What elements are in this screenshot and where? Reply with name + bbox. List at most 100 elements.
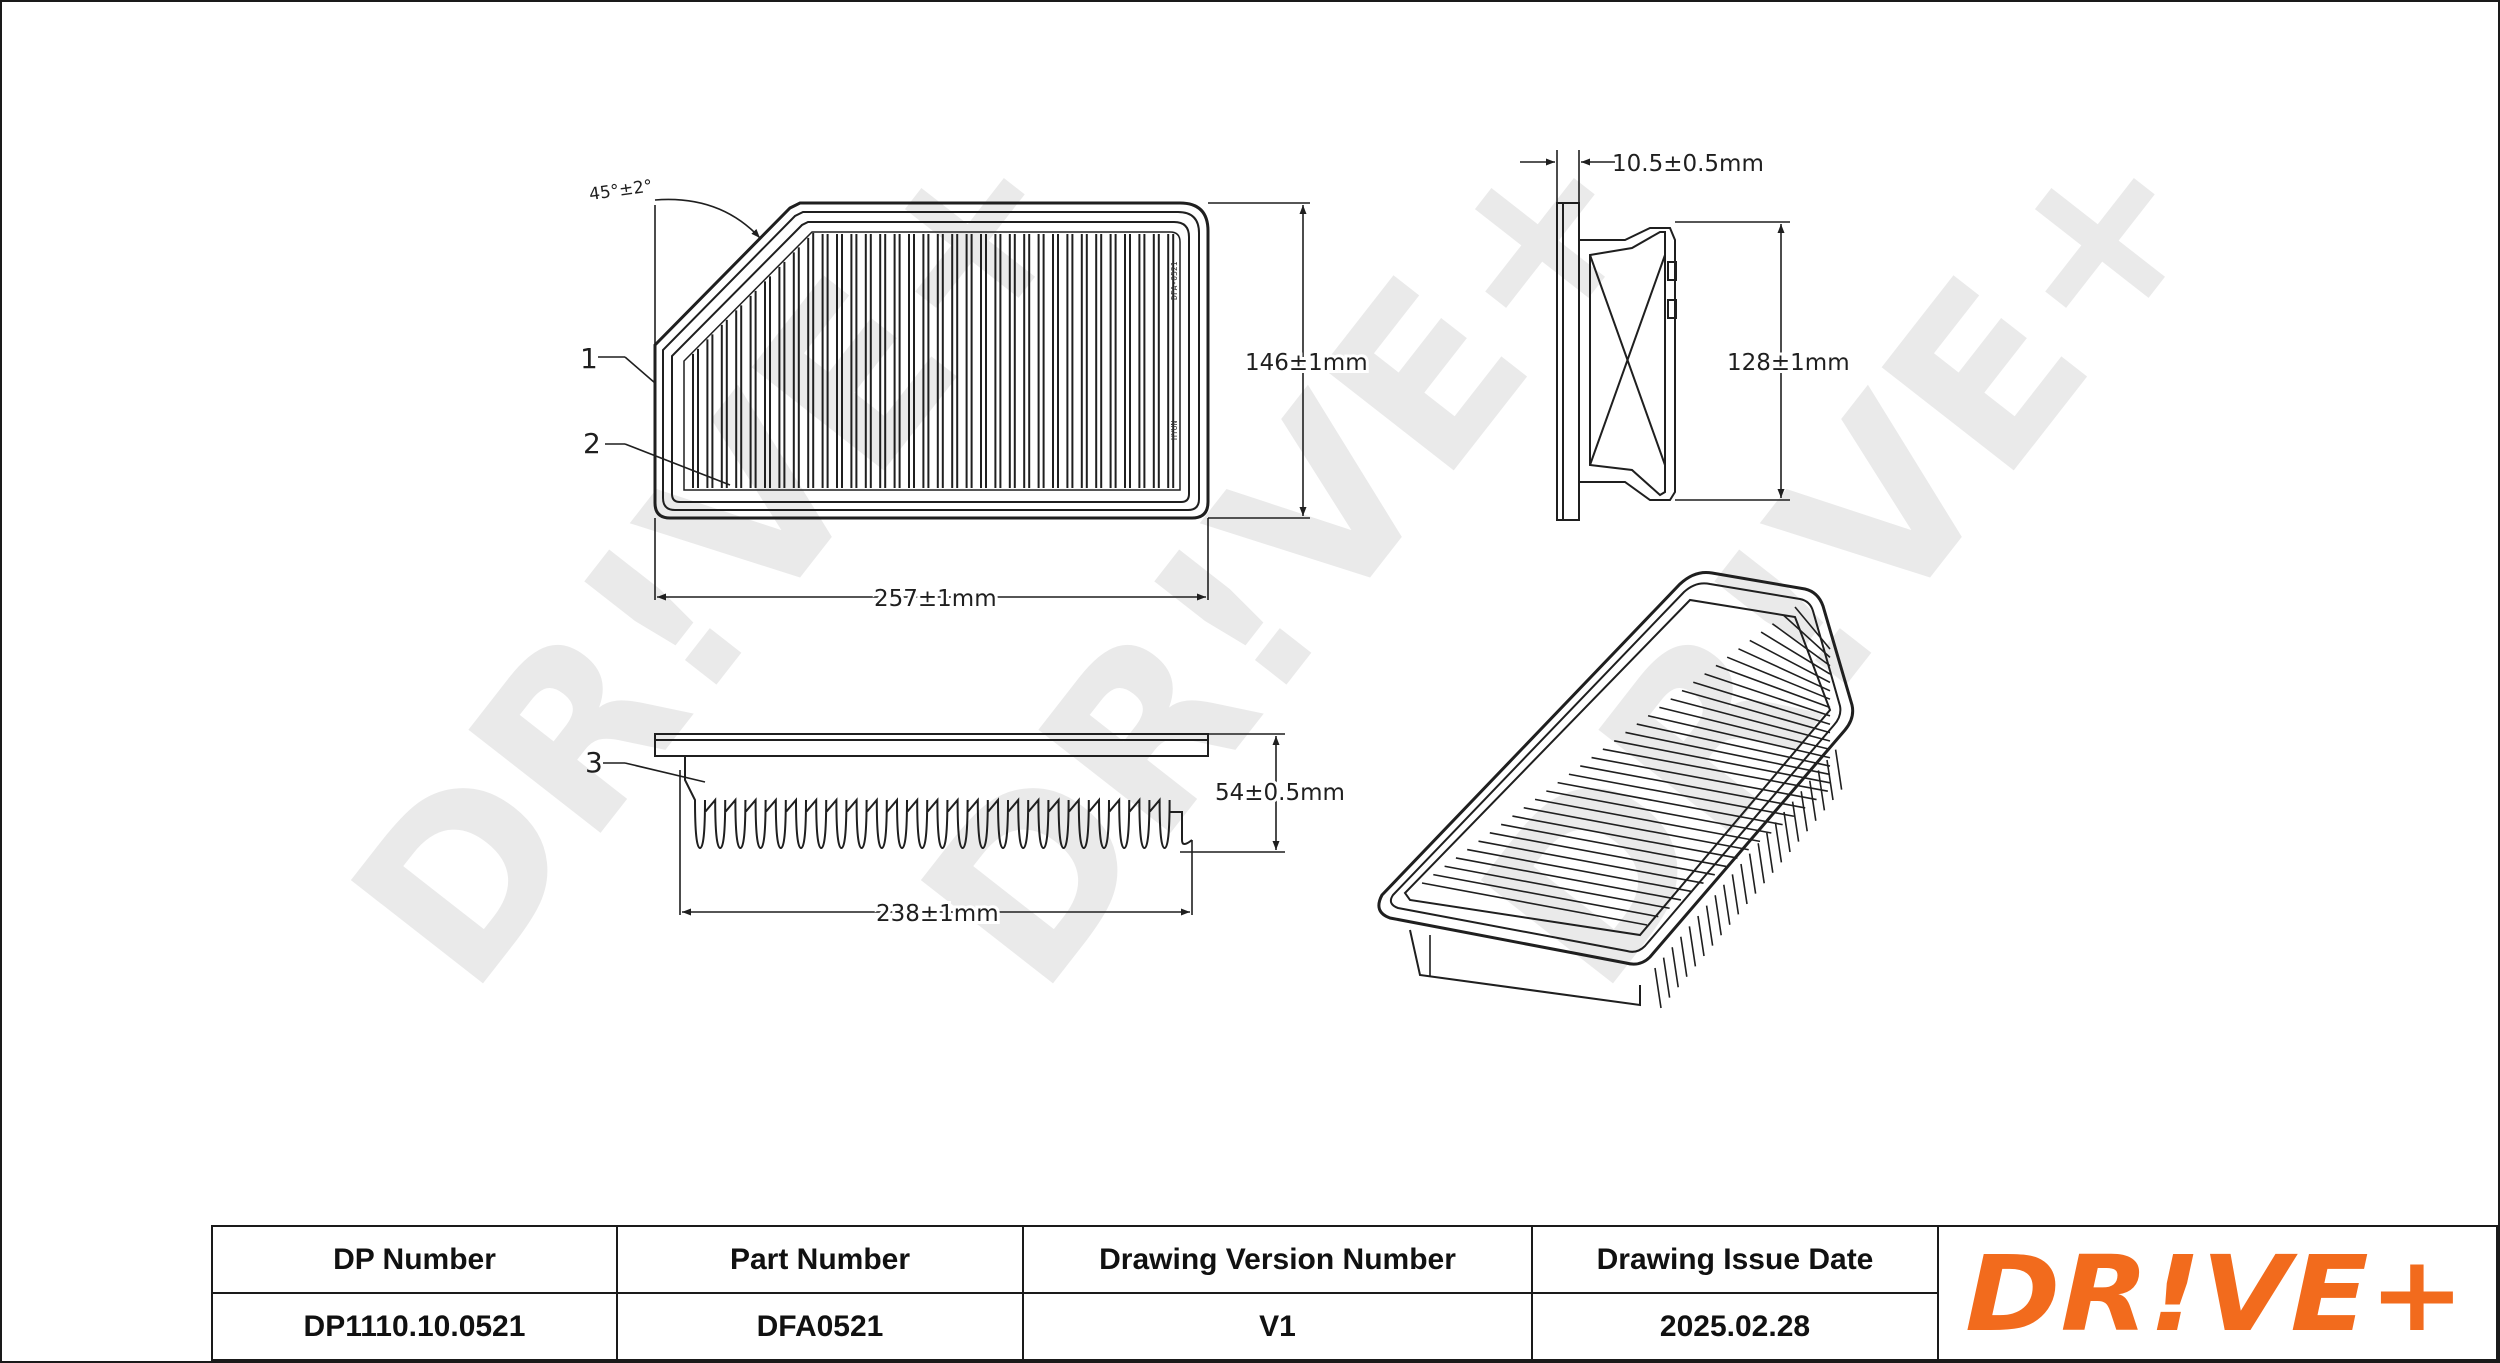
iso-pleat-line <box>1478 840 1704 884</box>
header-drawing-version: Drawing Version Number <box>1022 1225 1533 1294</box>
frame-outer <box>653 201 1210 520</box>
iso-pleat-line <box>1602 748 1828 792</box>
watermark: DR!VE+ DR!VE+ DR!VE+ <box>303 81 2260 1034</box>
value-part-number: DFA0521 <box>616 1292 1024 1361</box>
iso-side-pleat <box>1740 863 1748 905</box>
media-border <box>683 231 1181 491</box>
iso-side-pleats <box>1654 749 1843 1009</box>
dim-height: 54±0.5mm <box>1215 780 1345 806</box>
frame-inner <box>671 221 1190 503</box>
iso-pleat-line <box>1557 781 1783 826</box>
iso-side-pleat <box>1748 853 1757 894</box>
iso-side-pleat <box>1731 874 1740 915</box>
side-view-dimensions <box>1520 150 1790 501</box>
iso-pleat-line <box>1794 606 1831 650</box>
iso-pleat-line <box>1534 798 1761 843</box>
iso-pleat-line <box>1580 765 1806 809</box>
header-issue-date: Drawing Issue Date <box>1531 1225 1939 1294</box>
iso-side-pleat <box>1791 801 1800 842</box>
dim-width: 146±1mm <box>1245 350 1368 376</box>
header-part-number: Part Number <box>616 1225 1024 1294</box>
iso-pleat-line <box>1433 873 1659 918</box>
iso-pleat-line <box>1681 689 1831 734</box>
top-view: DFA-0521 HYUN <box>653 201 1210 520</box>
iso-pleat-line <box>1647 714 1831 759</box>
iso-pleat-line <box>1726 656 1831 700</box>
value-dp-number: DP1110.10.0521 <box>211 1292 618 1361</box>
value-drawing-version: V1 <box>1022 1292 1533 1361</box>
iso-side-pleat <box>1697 915 1705 957</box>
iso-pleat-line <box>1760 631 1831 675</box>
iso-pleat-line <box>1523 806 1749 851</box>
iso-side-pleat <box>1671 947 1679 988</box>
front-view <box>654 733 1209 850</box>
iso-side-pleat <box>1723 884 1731 925</box>
logo-text: DR!VE+ <box>1965 1238 2465 1348</box>
iso-pleat-line <box>1625 731 1831 776</box>
iso-pleat-line <box>1591 756 1817 801</box>
top-pleats <box>692 232 1175 488</box>
title-block-header-row: DP Number Part Number Drawing Version Nu… <box>211 1225 1939 1294</box>
drive-logo: DR!VE+ <box>1965 1238 2465 1348</box>
svg-text:DFA-0521: DFA-0521 <box>1170 261 1179 300</box>
iso-frame-mid <box>1389 582 1842 953</box>
svg-text:HYUN: HYUN <box>1170 421 1179 440</box>
title-block: DP Number Part Number Drawing Version Nu… <box>211 1225 1939 1361</box>
title-block-value-row: DP1110.10.0521 DFA0521 V1 2025.02.28 <box>211 1292 1939 1361</box>
side-view <box>1556 202 1677 521</box>
iso-pleat-line <box>1693 681 1831 726</box>
iso-frame-outer <box>1377 571 1855 966</box>
iso-side-pleat <box>1826 759 1834 801</box>
iso-pleat-line <box>1659 706 1831 751</box>
iso-pleat-line <box>1613 740 1831 784</box>
iso-frame-inner <box>1403 598 1832 937</box>
iso-pleat-line <box>1636 723 1831 767</box>
iso-side-pleat <box>1680 936 1688 977</box>
iso-pleat-line <box>1500 823 1727 868</box>
iso-side-pleat <box>1817 770 1826 811</box>
iso-pleat-line <box>1749 639 1831 684</box>
front-pleat-profile <box>684 756 1193 850</box>
front-pleats <box>684 756 1193 850</box>
iso-side-pleat <box>1654 967 1662 1009</box>
dim-frame-thickness: 10.5±0.5mm <box>1612 151 1764 177</box>
header-dp-number: DP Number <box>211 1225 618 1294</box>
logo-cell: DR!VE+ <box>1937 1225 2498 1361</box>
dim-inner-width: 128±1mm <box>1727 350 1850 376</box>
iso-side-pleat <box>1766 832 1774 873</box>
frame-mid <box>662 211 1200 511</box>
isometric-view <box>1377 571 1855 1009</box>
iso-pleat-line <box>1715 664 1831 709</box>
dim-length: 257±1mm <box>874 586 997 612</box>
iso-side-pleat <box>1774 822 1783 863</box>
iso-pleat-line <box>1444 865 1670 910</box>
iso-pleat-line <box>1738 648 1831 692</box>
iso-side-pleat <box>1705 905 1714 946</box>
iso-pleat-line <box>1546 790 1772 834</box>
value-issue-date: 2025.02.28 <box>1531 1292 1939 1361</box>
iso-pleat-line <box>1512 815 1738 859</box>
iso-base <box>1409 929 1641 1007</box>
iso-pleat-line <box>1455 857 1682 901</box>
iso-pleat-line <box>1467 848 1693 893</box>
iso-pleat-line <box>1568 773 1795 818</box>
iso-pleat-line <box>1670 698 1831 742</box>
iso-pleats <box>1421 606 1831 926</box>
iso-side-pleat <box>1809 780 1817 821</box>
iso-side-pleat <box>1714 895 1722 936</box>
front-view-dimensions <box>603 733 1285 916</box>
dim-inner-length: 238±1mm <box>876 901 999 927</box>
iso-side-pleat <box>1783 811 1791 853</box>
iso-pleat-line <box>1771 623 1831 667</box>
callout-1: 1 <box>580 342 598 375</box>
iso-side-pleat <box>1800 791 1808 832</box>
iso-pleat-line <box>1704 673 1831 717</box>
iso-side-pleat <box>1834 749 1843 790</box>
iso-pleat-line <box>1421 882 1648 926</box>
iso-pleat-line <box>1489 832 1715 876</box>
iso-side-pleat <box>1757 843 1765 884</box>
dim-angle: 45°±2° <box>588 176 654 205</box>
iso-pleat-line <box>1783 614 1831 658</box>
top-view-dimensions <box>598 198 1310 601</box>
